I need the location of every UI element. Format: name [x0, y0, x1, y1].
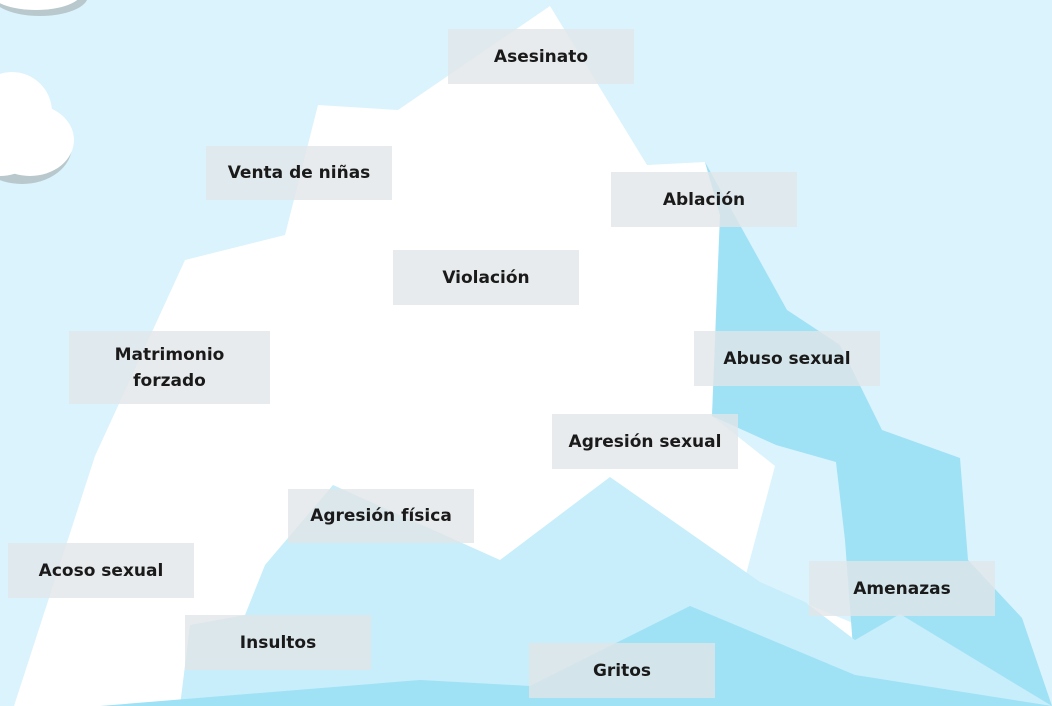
cloud-top-left: [0, 0, 88, 16]
water-deep-band: [100, 606, 1052, 706]
label-ablacion: Ablación: [611, 172, 797, 227]
label-acoso-sexual: Acoso sexual: [8, 543, 194, 598]
label-violacion: Violación: [393, 250, 579, 305]
label-matrimonio-forzado: Matrimonio forzado: [69, 331, 270, 404]
label-agresion-sexual: Agresión sexual: [552, 414, 738, 469]
label-gritos: Gritos: [529, 643, 715, 698]
label-agresion-fisica: Agresión física: [288, 489, 474, 543]
label-insultos: Insultos: [185, 615, 371, 670]
label-venta-de-ninas: Venta de niñas: [206, 146, 392, 200]
label-asesinato: Asesinato: [448, 29, 634, 84]
cloud-left: [0, 72, 74, 184]
iceberg-body: [14, 6, 1052, 706]
label-amenazas: Amenazas: [809, 561, 995, 616]
label-abuso-sexual: Abuso sexual: [694, 331, 880, 386]
